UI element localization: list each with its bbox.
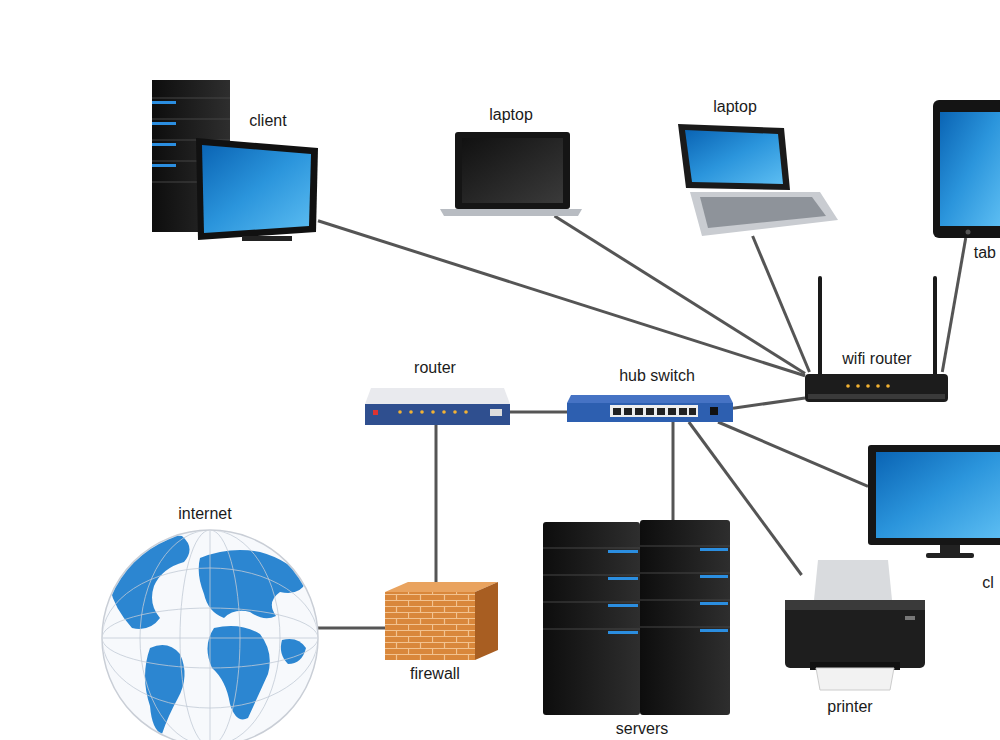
device-label: router — [414, 359, 456, 377]
device-node: printer — [785, 575, 925, 690]
wifi-router — [805, 278, 948, 402]
client-monitor — [868, 445, 1000, 558]
device-node: wifi router — [805, 372, 948, 402]
cable-line — [555, 216, 805, 374]
device-label: hub switch — [619, 367, 695, 385]
laptop-computer — [678, 124, 838, 236]
device-label: internet — [178, 505, 231, 523]
device-node: cl — [868, 445, 1000, 558]
device-label: client — [249, 112, 286, 130]
network-cable — [318, 221, 805, 376]
cable-line — [510, 411, 567, 414]
tablet-device — [933, 100, 1000, 238]
device-node: router — [365, 388, 510, 425]
client-computer — [152, 80, 318, 241]
device-label: laptop — [489, 106, 533, 124]
network-cable — [753, 236, 810, 372]
cable-line — [435, 425, 438, 585]
network-cable — [673, 422, 674, 520]
server-towers — [543, 520, 730, 715]
cable-line — [318, 627, 385, 630]
device-node: laptop — [678, 124, 838, 236]
cable-line — [733, 398, 805, 408]
device-node: firewall — [385, 585, 498, 660]
device-label: cl — [982, 574, 994, 592]
router-device — [365, 388, 510, 425]
device-label: firewall — [410, 665, 460, 683]
printer-device — [785, 560, 925, 690]
network-cable — [555, 216, 805, 374]
device-label: tab — [974, 244, 996, 262]
network-cable — [318, 628, 385, 629]
cable-line — [718, 422, 868, 486]
device-label: printer — [827, 698, 872, 716]
device-node: servers — [543, 520, 730, 715]
network-cable — [733, 398, 805, 408]
device-label: laptop — [713, 98, 757, 116]
internet-globe — [102, 530, 318, 740]
network-cable — [436, 425, 437, 585]
hub-switch — [567, 395, 733, 422]
device-node: laptop — [440, 132, 582, 216]
laptop-computer — [440, 132, 582, 216]
cable-line — [942, 238, 965, 372]
device-node: hub switch — [567, 395, 733, 422]
device-label: servers — [616, 720, 668, 738]
network-cable — [942, 238, 965, 372]
network-cable — [718, 422, 868, 486]
network-cable — [510, 412, 567, 413]
firewall-wall — [385, 582, 498, 660]
device-node: tab — [933, 100, 1000, 238]
cable-line — [753, 236, 810, 372]
cable-line — [318, 221, 805, 376]
device-node: internet — [102, 530, 318, 740]
cable-line — [672, 422, 675, 520]
device-node: client — [152, 80, 318, 242]
device-label: wifi router — [842, 350, 911, 368]
